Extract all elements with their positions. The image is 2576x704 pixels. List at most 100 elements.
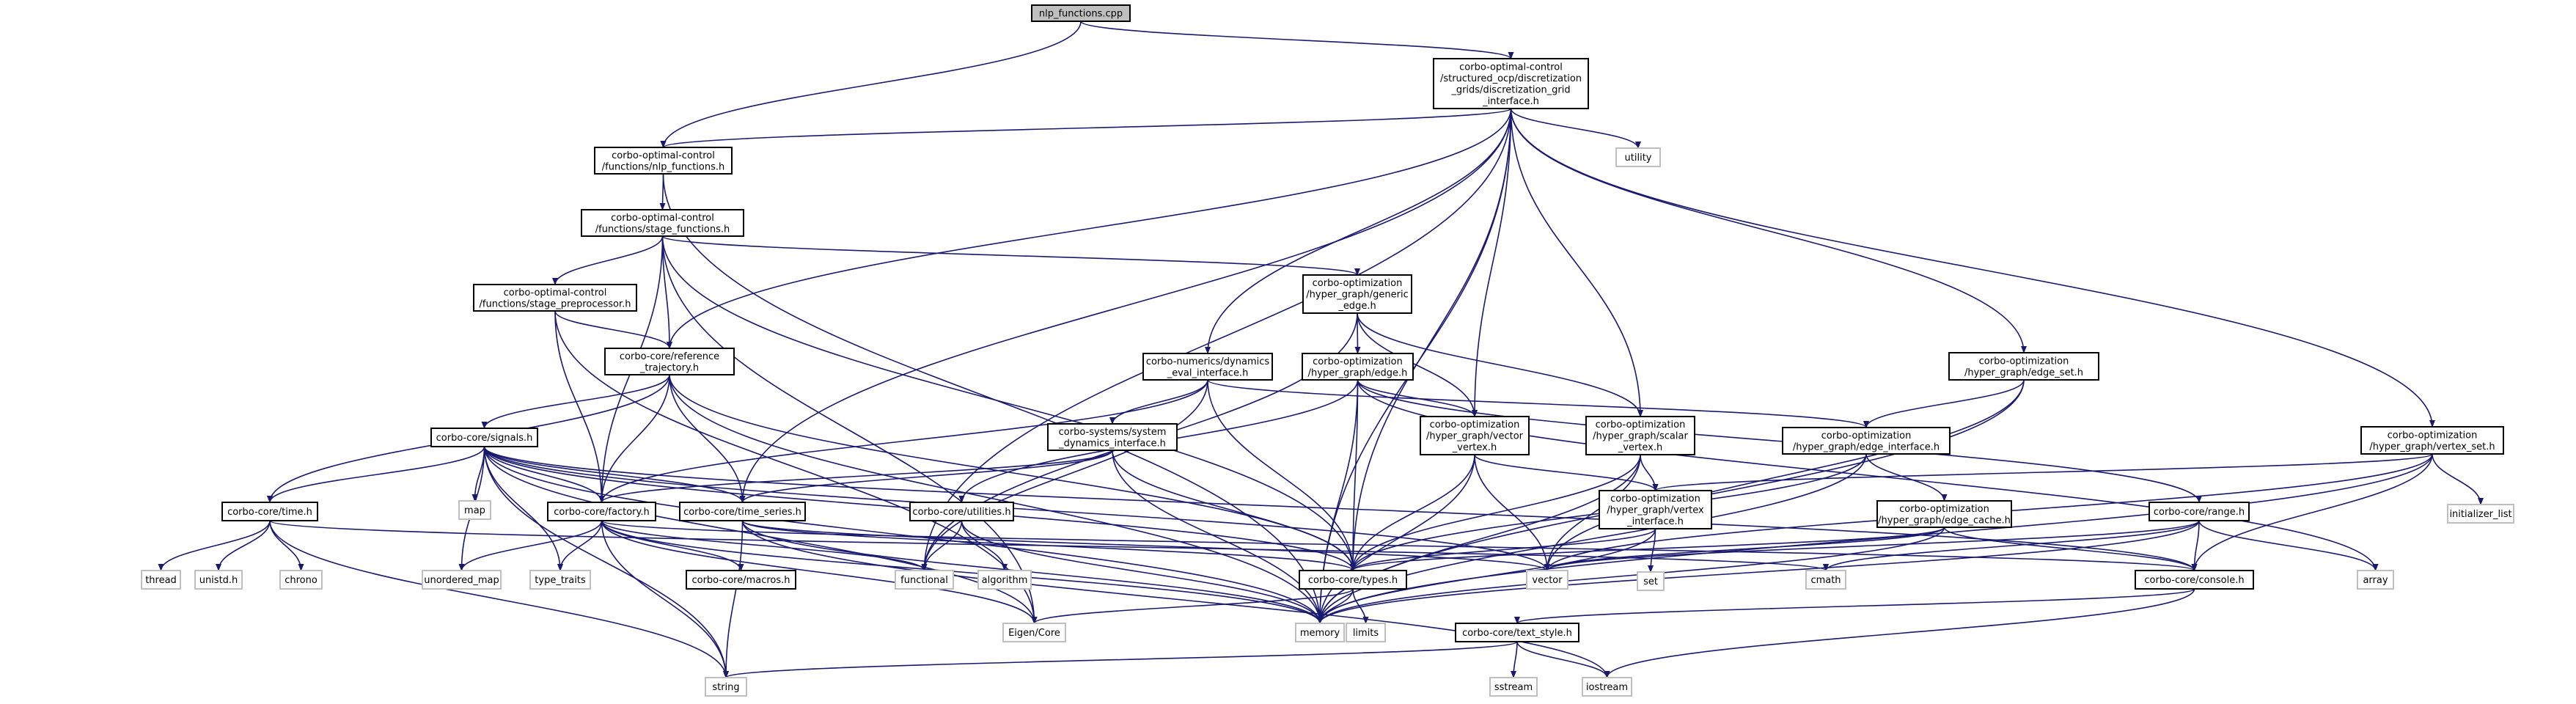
node-functional[interactable]: functional	[895, 570, 954, 590]
node-eigen[interactable]: Eigen/Core	[1002, 623, 1066, 642]
edge-timeseries-to-string	[723, 520, 744, 678]
node-box	[1582, 677, 1632, 697]
node-factory[interactable]: corbo-core/factory.h	[547, 502, 656, 521]
edge-scalvertex-to-types	[1350, 454, 1641, 571]
edge-edgeset-to-edgeiface	[1863, 379, 2025, 428]
edge-stagef-to-reftraj	[661, 235, 672, 349]
node-sysdyn[interactable]: corbo-systems/system_dynamics_interface.…	[1047, 423, 1178, 451]
node-limits[interactable]: limits	[1346, 623, 1386, 642]
node-label: /hyper_graph/vertex	[1607, 505, 1704, 516]
node-chrono[interactable]: chrono	[279, 570, 323, 590]
node-box	[547, 502, 656, 521]
node-dgi[interactable]: corbo-optimal-control/structured_ocp/dis…	[1433, 58, 1589, 109]
node-box	[895, 570, 954, 590]
node-textstyle[interactable]: corbo-core/text_style.h	[1455, 623, 1579, 642]
node-unordmap[interactable]: unordered_map	[422, 570, 502, 590]
node-vector[interactable]: vector	[1526, 570, 1568, 590]
edge-dyneval-to-edgeiface	[1207, 379, 1869, 428]
node-label: thread	[145, 575, 177, 586]
node-memory[interactable]: memory	[1295, 623, 1345, 642]
edge-dgi-to-nlpf	[660, 108, 1512, 148]
node-box	[1805, 570, 1846, 590]
node-box	[221, 502, 318, 521]
node-scalvertex[interactable]: corbo-optimization/hyper_graph/scalar_ve…	[1585, 416, 1695, 455]
node-utilities[interactable]: corbo-core/utilities.h	[909, 502, 1014, 521]
edge-vertexset-to-memory	[1317, 453, 2433, 624]
node-utility[interactable]: utility	[1615, 147, 1661, 167]
node-root[interactable]: nlp_functions.cpp	[1031, 4, 1131, 22]
node-box	[977, 570, 1032, 590]
edge-dgi-to-edgeset	[1510, 108, 2027, 353]
node-box	[1637, 571, 1665, 591]
node-typetraits[interactable]: type_traits	[529, 570, 591, 590]
edge-timeseries-to-vector	[741, 520, 1550, 571]
edge-types-to-eigen	[1031, 588, 1354, 624]
node-label: Eigen/Core	[1008, 628, 1060, 639]
node-label: /functions/stage_functions.h	[595, 224, 730, 235]
edge-range-to-array	[2198, 520, 2379, 571]
node-label: type_traits	[535, 575, 586, 586]
edge-console-to-iostream	[1604, 588, 2195, 678]
node-set[interactable]: set	[1637, 571, 1665, 591]
node-box	[909, 502, 1014, 521]
node-thread[interactable]: thread	[141, 570, 181, 590]
node-edgeh[interactable]: corbo-optimization/hyper_graph/edge.h	[1302, 353, 1414, 381]
node-box	[1420, 416, 1530, 455]
edge-stagef-to-stagepre	[552, 235, 664, 285]
node-types[interactable]: corbo-core/types.h	[1299, 570, 1407, 590]
node-macros[interactable]: corbo-core/macros.h	[686, 570, 796, 590]
node-label: corbo-numerics/dynamics	[1146, 356, 1270, 367]
edge-vertexiface-to-memory	[1317, 528, 1656, 624]
node-label: corbo-core/text_style.h	[1462, 628, 1572, 639]
node-iostream[interactable]: iostream	[1582, 677, 1632, 697]
node-nlpf[interactable]: corbo-optimal-control/functions/nlp_func…	[594, 147, 733, 175]
node-signals[interactable]: corbo-core/signals.h	[430, 428, 538, 447]
node-timeh[interactable]: corbo-core/time.h	[221, 502, 318, 521]
edge-range-to-memory	[1317, 520, 2200, 624]
node-box	[279, 570, 323, 590]
node-map[interactable]: map	[458, 500, 491, 520]
node-label: corbo-core/types.h	[1308, 575, 1398, 586]
edge-timeseries-to-iostream	[741, 520, 1610, 678]
node-label: map	[464, 505, 485, 516]
edge-sysdyn-to-timeseries	[739, 450, 1113, 503]
node-edgeiface[interactable]: corbo-optimization/hyper_graph/edge_inte…	[1782, 427, 1951, 455]
node-console[interactable]: corbo-core/console.h	[2135, 570, 2254, 590]
node-algorithm[interactable]: algorithm	[977, 570, 1032, 590]
edge-edgeh-to-range	[1357, 379, 2202, 503]
node-vertexset[interactable]: corbo-optimization/hyper_graph/vertex_se…	[2360, 426, 2504, 455]
node-box	[1031, 4, 1131, 22]
node-reftraj[interactable]: corbo-core/reference_trajectory.h	[604, 348, 735, 375]
node-label: corbo-core/time.h	[227, 507, 312, 518]
node-label: corbo-core/factory.h	[554, 507, 649, 518]
node-stagepre[interactable]: corbo-optimal-control/functions/stage_pr…	[473, 284, 637, 312]
node-initlist[interactable]: initializer_list	[2447, 504, 2514, 524]
node-label: initializer_list	[2449, 509, 2511, 520]
node-label: /hyper_graph/scalar	[1593, 431, 1688, 442]
node-sstream[interactable]: sstream	[1489, 677, 1538, 697]
node-label: _vertex.h	[1618, 442, 1662, 453]
edge-stagef-to-types	[661, 235, 1356, 571]
node-vecvertex[interactable]: corbo-optimization/hyper_graph/vector_ve…	[1420, 416, 1530, 455]
node-timeseries[interactable]: corbo-core/time_series.h	[679, 502, 806, 521]
node-edgecache[interactable]: corbo-optimization/hyper_graph/edge_cach…	[1876, 500, 2012, 528]
node-dyneval[interactable]: corbo-numerics/dynamics_eval_interface.h	[1142, 353, 1273, 381]
node-edgeset[interactable]: corbo-optimization/hyper_graph/edge_set.…	[1948, 352, 2099, 381]
node-label: corbo-core/macros.h	[691, 575, 790, 586]
node-box	[1599, 490, 1712, 529]
node-stagef[interactable]: corbo-optimal-control/functions/stage_fu…	[581, 209, 744, 237]
node-unistd[interactable]: unistd.h	[194, 570, 243, 590]
node-cmath[interactable]: cmath	[1805, 570, 1846, 590]
edge-dgi-to-timeseries	[739, 108, 1512, 503]
edge-edgecache-to-types	[1350, 527, 1945, 571]
node-label: corbo-optimization	[1430, 419, 1520, 430]
node-vertexiface[interactable]: corbo-optimization/hyper_graph/vertex_in…	[1599, 490, 1712, 529]
node-label: algorithm	[982, 575, 1028, 586]
edge-timeh-to-unistd	[216, 520, 271, 571]
node-range[interactable]: corbo-core/range.h	[2148, 502, 2250, 521]
node-box	[473, 284, 637, 312]
node-string[interactable]: string	[705, 677, 747, 697]
node-array[interactable]: array	[2357, 570, 2394, 590]
node-genedge[interactable]: corbo-optimization/hyper_graph/generic_e…	[1302, 274, 1412, 314]
